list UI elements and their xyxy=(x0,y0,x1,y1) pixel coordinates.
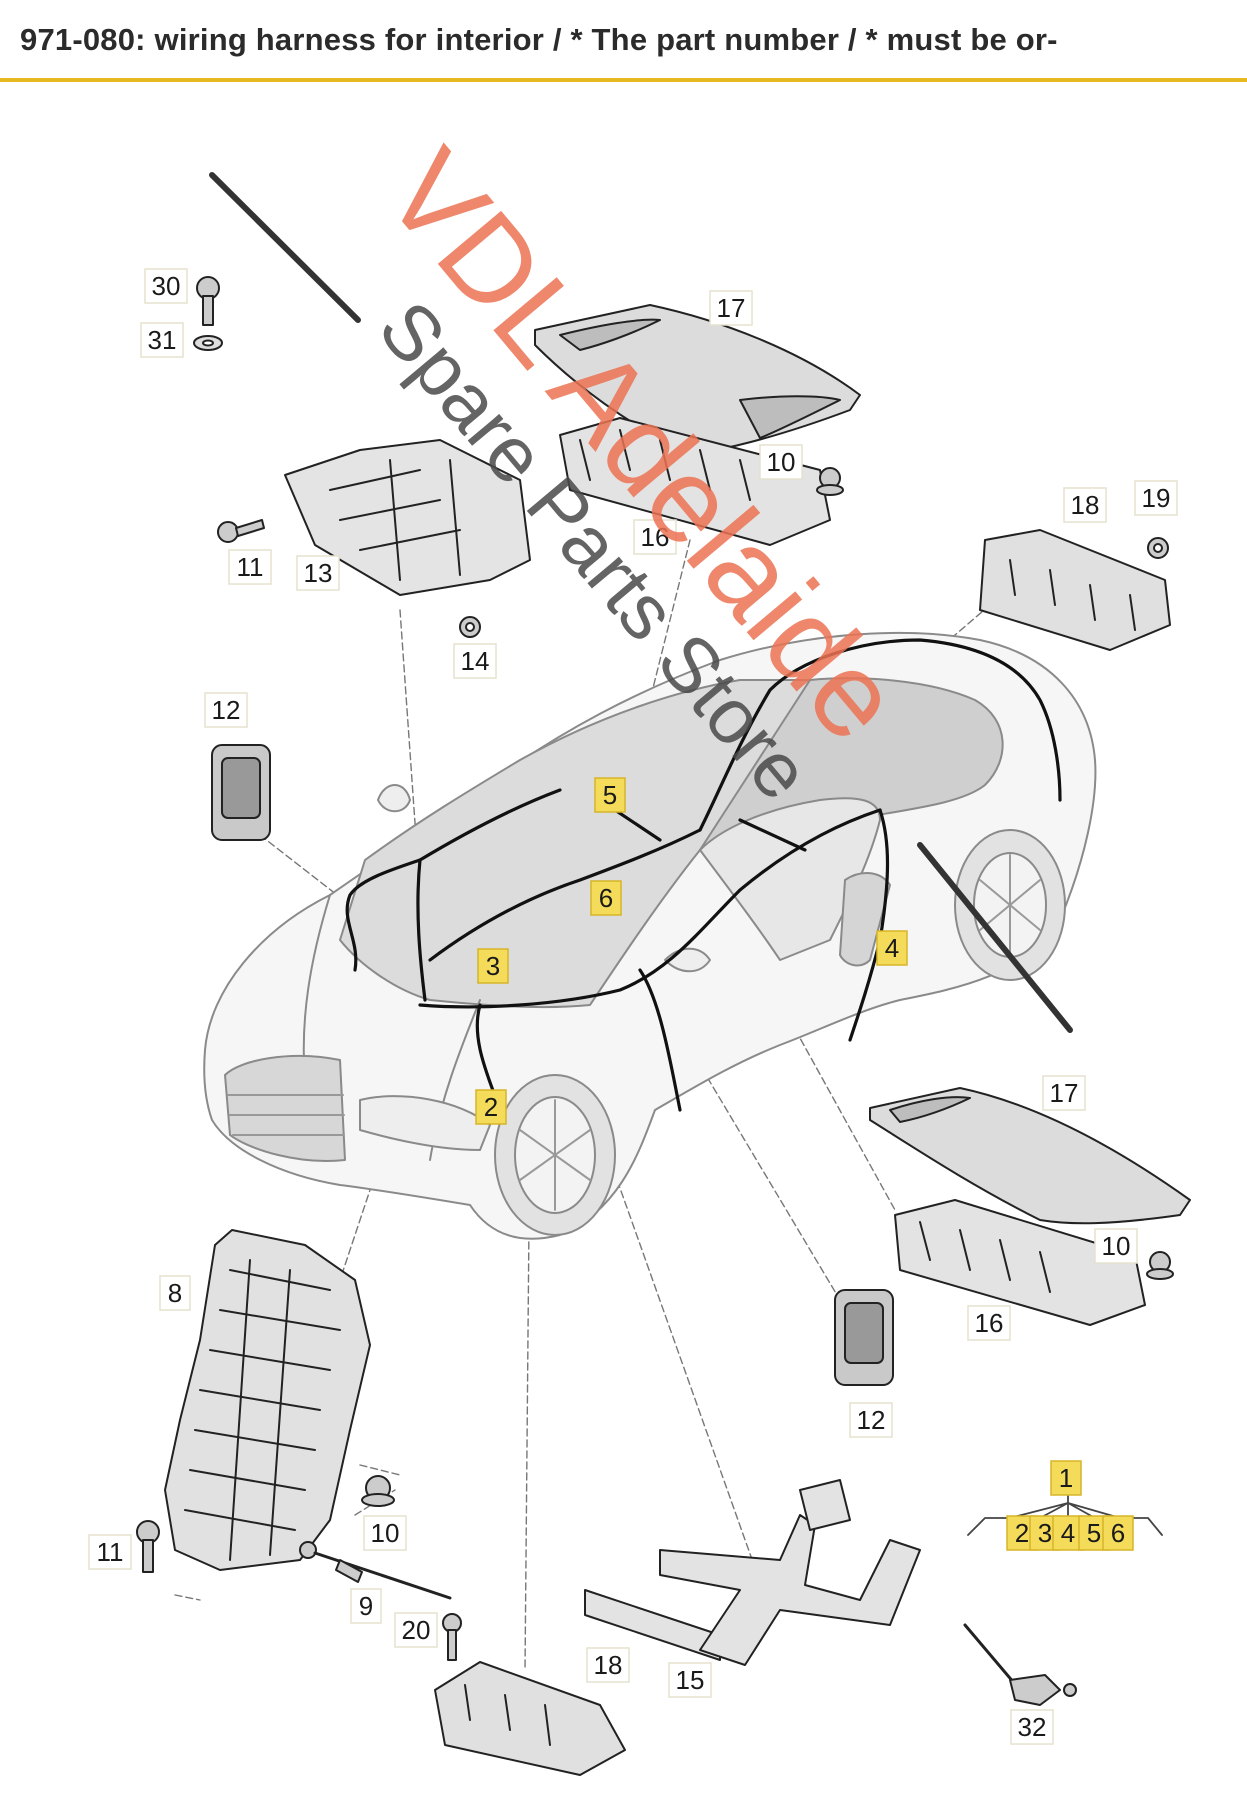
callout-c3: 3 xyxy=(477,948,509,984)
callout-number: 4 xyxy=(885,933,899,963)
callout-number: 12 xyxy=(212,695,241,725)
callout-c12a: 12 xyxy=(204,692,248,728)
part-11-bolt-bottom xyxy=(136,1520,160,1573)
callout-number: 3 xyxy=(486,951,500,981)
callout-number: 16 xyxy=(641,522,670,552)
part-20-bolt xyxy=(442,1613,462,1661)
callout-c16b: 16 xyxy=(967,1305,1011,1341)
part-32-sensor xyxy=(963,1623,1077,1706)
part-18-bottom xyxy=(434,1661,626,1776)
callout-number: 17 xyxy=(717,293,746,323)
callout-number: 11 xyxy=(237,552,264,582)
callout-c20: 20 xyxy=(394,1612,438,1648)
callout-number: 13 xyxy=(304,558,333,588)
callout-number: 30 xyxy=(152,271,181,301)
part-15-channel xyxy=(584,1479,921,1666)
part-11-bolt-top xyxy=(217,519,265,543)
callout-number: 12 xyxy=(857,1405,886,1435)
callout-c14: 14 xyxy=(453,643,497,679)
part-8-tray xyxy=(164,1229,371,1571)
part-10-top xyxy=(816,467,844,496)
callout-c30: 30 xyxy=(144,268,188,304)
callout-c6: 6 xyxy=(590,880,622,916)
wiring-harness xyxy=(345,638,1062,1112)
callout-number: 19 xyxy=(1142,483,1171,513)
callout-c31: 31 xyxy=(140,322,184,358)
part-30-bolt xyxy=(196,276,220,326)
callout-c12b: 12 xyxy=(849,1402,893,1438)
callout-number: 14 xyxy=(461,646,490,676)
callout-number: 32 xyxy=(1018,1712,1047,1742)
part-14-nut xyxy=(459,616,481,638)
part-19-nut xyxy=(1147,537,1169,559)
part-31-washer xyxy=(193,335,223,351)
part-16-right xyxy=(894,1199,1146,1326)
callout-c19: 19 xyxy=(1134,480,1178,516)
callout-c5: 5 xyxy=(594,777,626,813)
callout-c13: 13 xyxy=(296,555,340,591)
watermark-slashes xyxy=(209,172,1073,1033)
part-12-left xyxy=(211,744,271,841)
parts-diagram: 3031171016181911131412563421710168121234… xyxy=(88,126,1191,1776)
part-9-cable xyxy=(299,1541,452,1600)
callout-c4: 4 xyxy=(876,930,908,966)
callout-c16a: 16 xyxy=(633,519,677,555)
callout-number: 10 xyxy=(1102,1231,1131,1261)
callout-c10c: 10 xyxy=(363,1515,407,1551)
callout-number: 15 xyxy=(676,1665,705,1695)
callout-c17a: 17 xyxy=(709,290,753,326)
callout-c11a: 11 xyxy=(228,549,272,585)
part-10-bottom xyxy=(361,1475,395,1507)
part-13-tray xyxy=(284,439,531,596)
part-17-top xyxy=(534,304,861,456)
part-10-right xyxy=(1146,1251,1174,1280)
callout-c1-4: 4 xyxy=(1052,1515,1084,1551)
callout-number: 5 xyxy=(603,780,617,810)
callout-number: 1 xyxy=(1059,1463,1073,1493)
callout-number: 31 xyxy=(148,325,177,355)
callout-number: 10 xyxy=(767,447,796,477)
part-18-top xyxy=(979,529,1171,651)
callout-c8: 8 xyxy=(159,1275,191,1311)
callout-number: 10 xyxy=(371,1518,400,1548)
callout-number: 6 xyxy=(1111,1518,1125,1548)
part-16-top xyxy=(559,417,831,546)
callout-c18a: 18 xyxy=(1063,487,1107,523)
callout-c17b: 17 xyxy=(1042,1075,1086,1111)
callout-number: 18 xyxy=(1071,490,1100,520)
callout-number: 9 xyxy=(359,1591,373,1621)
callout-number: 2 xyxy=(1015,1518,1029,1548)
callout-c2: 2 xyxy=(475,1089,507,1125)
callout-number: 11 xyxy=(97,1537,124,1567)
callout-number: 8 xyxy=(168,1278,182,1308)
callout-number: 6 xyxy=(599,883,613,913)
car-body xyxy=(203,631,1097,1240)
part-17-right xyxy=(869,1087,1191,1225)
callout-number: 20 xyxy=(402,1615,431,1645)
page-title: 971-080: wiring harness for interior / *… xyxy=(20,22,1058,57)
callout-number: 3 xyxy=(1038,1518,1052,1548)
part-12-bottom xyxy=(834,1289,894,1386)
callout-number: 5 xyxy=(1087,1518,1101,1548)
callout-c9: 9 xyxy=(350,1588,382,1624)
callout-number: 4 xyxy=(1061,1518,1075,1548)
callout-c1-6: 6 xyxy=(1102,1515,1134,1551)
callout-c18b: 18 xyxy=(586,1647,630,1683)
callout-c11b: 11 xyxy=(88,1534,132,1570)
callout-c15: 15 xyxy=(668,1662,712,1698)
callout-number: 16 xyxy=(975,1308,1004,1338)
callout-number: 2 xyxy=(484,1092,498,1122)
callout-c1: 1 xyxy=(1050,1460,1082,1496)
callout-c10a: 10 xyxy=(759,444,803,480)
callout-number: 17 xyxy=(1050,1078,1079,1108)
callout-c10b: 10 xyxy=(1094,1228,1138,1264)
page-header: 971-080: wiring harness for interior / *… xyxy=(0,0,1247,82)
callout-c32: 32 xyxy=(1010,1709,1054,1745)
callout-number: 18 xyxy=(594,1650,623,1680)
